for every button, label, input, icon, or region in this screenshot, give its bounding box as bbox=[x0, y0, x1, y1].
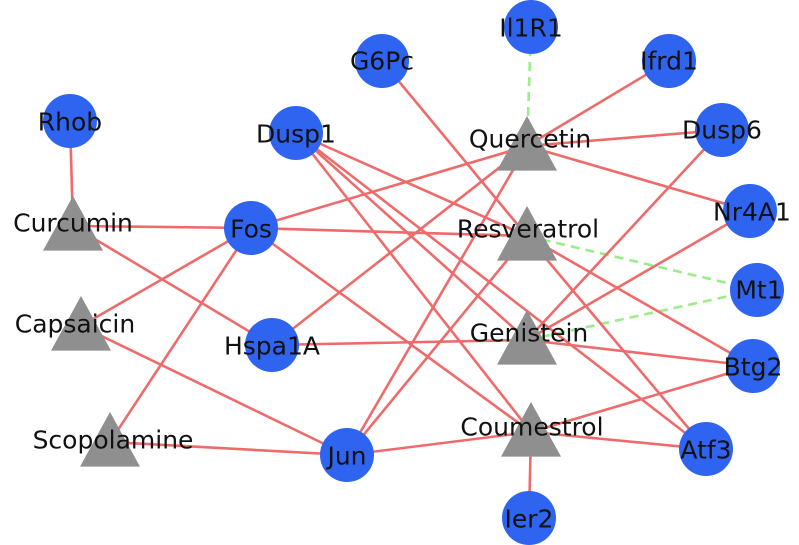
edge-curcumin-fos bbox=[72, 224, 252, 230]
gene-node-btg2 bbox=[726, 339, 780, 393]
compound-node-quercetin bbox=[497, 116, 557, 171]
gene-node-ifrd1 bbox=[642, 34, 696, 88]
edge-genistein-nr4a1 bbox=[526, 209, 751, 342]
node-label-dusp1: Dusp1 bbox=[256, 120, 336, 149]
edge-coumestrol-dusp1 bbox=[294, 132, 533, 433]
node-label-il1r1: Il1R1 bbox=[499, 14, 563, 43]
node-label-genistein: Genistein bbox=[470, 319, 589, 348]
node-label-jun: Jun bbox=[325, 442, 366, 471]
node-label-capsaicin: Capsaicin bbox=[15, 310, 135, 339]
edge-quercetin-ifrd1 bbox=[526, 59, 670, 148]
node-label-btg2: Btg2 bbox=[724, 353, 783, 382]
edge-dusp1-atf3 bbox=[295, 131, 707, 451]
edge-quercetin-nr4a1 bbox=[526, 144, 751, 213]
edge-resveratrol-dusp1 bbox=[295, 131, 528, 238]
gene-node-ier2 bbox=[502, 491, 556, 545]
gene-node-hspa1a bbox=[245, 318, 299, 372]
edge-genistein-hspa1a bbox=[271, 338, 528, 347]
gene-node-mt1 bbox=[730, 263, 784, 317]
node-label-fos: Fos bbox=[230, 215, 272, 244]
compound-node-capsaicin bbox=[51, 296, 111, 351]
compound-node-scopolamine bbox=[80, 412, 140, 467]
edge-capsaicin-jun bbox=[80, 324, 348, 457]
edge-resveratrol-fos bbox=[250, 226, 528, 238]
node-label-scopolamine: Scopolamine bbox=[33, 426, 194, 455]
node-label-atf3: Atf3 bbox=[680, 436, 731, 465]
edge-scopolamine-jun bbox=[109, 440, 348, 457]
node-label-quercetin: Quercetin bbox=[469, 125, 591, 154]
compound-node-genistein bbox=[497, 310, 557, 365]
edge-coumestrol-fos bbox=[250, 226, 532, 434]
node-label-nr4a1: Nr4A1 bbox=[713, 198, 791, 227]
edge-resveratrol-g6pc bbox=[380, 60, 529, 237]
nodes-layer bbox=[43, 0, 784, 545]
edge-genistein-btg2 bbox=[526, 338, 754, 368]
node-label-rhob: Rhob bbox=[38, 108, 102, 137]
gene-node-g6pc bbox=[355, 34, 409, 88]
node-label-coumestrol: Coumestrol bbox=[460, 413, 603, 442]
node-label-g6pc: G6Pc bbox=[350, 47, 414, 76]
compound-node-coumestrol bbox=[501, 402, 561, 457]
node-label-hspa1a: Hspa1A bbox=[224, 332, 320, 361]
edge-genistein-mt1 bbox=[526, 288, 758, 342]
gene-node-atf3 bbox=[679, 422, 733, 476]
node-label-ifrd1: Ifrd1 bbox=[640, 47, 698, 76]
compound-node-resveratrol bbox=[497, 206, 557, 261]
compound-node-curcumin bbox=[43, 196, 103, 251]
node-label-ier2: Ier2 bbox=[505, 505, 554, 534]
node-label-mt1: Mt1 bbox=[735, 276, 782, 305]
node-label-curcumin: Curcumin bbox=[13, 209, 133, 238]
gene-node-fos bbox=[224, 201, 278, 255]
edge-resveratrol-atf3 bbox=[526, 235, 707, 450]
edge-coumestrol-jun bbox=[346, 430, 532, 457]
edge-quercetin-jun bbox=[345, 145, 529, 456]
edge-scopolamine-fos bbox=[108, 227, 253, 443]
node-label-resveratrol: Resveratrol bbox=[457, 215, 599, 244]
gene-node-rhob bbox=[43, 94, 97, 148]
edge-quercetin-hspa1a bbox=[271, 144, 528, 347]
node-label-dusp6: Dusp6 bbox=[682, 116, 762, 145]
gene-node-il1r1 bbox=[504, 0, 558, 54]
edge-resveratrol-mt1 bbox=[526, 234, 758, 292]
edge-genistein-dusp6 bbox=[526, 129, 723, 341]
gene-node-dusp6 bbox=[695, 103, 749, 157]
gene-node-jun bbox=[320, 428, 374, 482]
gene-node-nr4a1 bbox=[723, 184, 777, 238]
gene-node-dusp1 bbox=[269, 106, 323, 160]
edge-quercetin-fos bbox=[250, 144, 528, 230]
edge-curcumin-hspa1a bbox=[72, 224, 273, 347]
edge-quercetin-dusp6 bbox=[526, 128, 723, 148]
edge-capsaicin-fos bbox=[80, 226, 252, 328]
edge-resveratrol-jun bbox=[345, 235, 529, 456]
edge-coumestrol-atf3 bbox=[530, 430, 707, 451]
edges-layer bbox=[68, 26, 758, 519]
edge-resveratrol-btg2 bbox=[526, 234, 754, 368]
edge-genistein-dusp1 bbox=[295, 132, 528, 341]
